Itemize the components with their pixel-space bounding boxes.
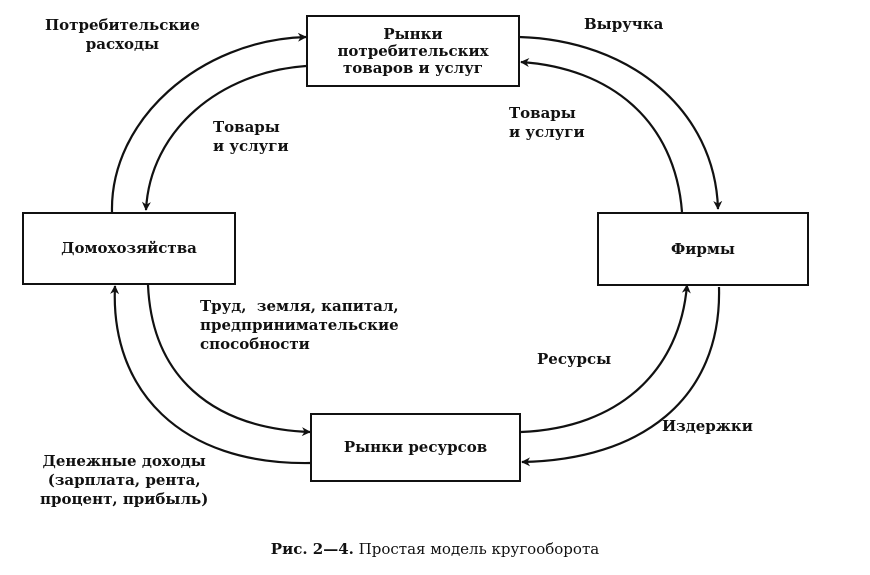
firms-box: Фирмы — [597, 212, 809, 286]
label-goods-services-right: Товары и услуги — [509, 104, 585, 141]
label-factors: Труд, земля, капитал, предпринимательски… — [200, 297, 399, 353]
label-costs: Издержки — [662, 417, 753, 435]
caption-number: Рис. 2—4. — [270, 540, 354, 558]
arrow-money-income — [110, 285, 311, 465]
label-consumer-spending: Потребительские расходы — [45, 16, 200, 53]
label-resources: Ресурсы — [537, 350, 612, 368]
arrow-goods-to-households — [141, 64, 307, 211]
label-revenue: Выручка — [584, 15, 664, 33]
arrow-resources — [520, 284, 691, 434]
arrow-consumer-spending — [110, 32, 307, 213]
caption-text: Простая модель кругооборота — [353, 540, 600, 558]
consumer-markets-box: Рынки потребительских товаров и услуг — [306, 15, 520, 87]
label-goods-services-left: Товары и услуги — [213, 118, 289, 155]
label-money-income: Денежные доходы (зарплата, рента, процен… — [40, 452, 209, 508]
arrow-revenue — [518, 35, 723, 210]
households-box: Домохозяйства — [22, 212, 236, 285]
arrow-goods-from-firms — [520, 58, 684, 213]
figure-caption: Рис. 2—4. Простая модель кругооборота — [0, 540, 870, 558]
arrow-costs — [521, 286, 721, 467]
arrow-factors — [146, 284, 311, 437]
resource-markets-box: Рынки ресурсов — [310, 413, 521, 482]
